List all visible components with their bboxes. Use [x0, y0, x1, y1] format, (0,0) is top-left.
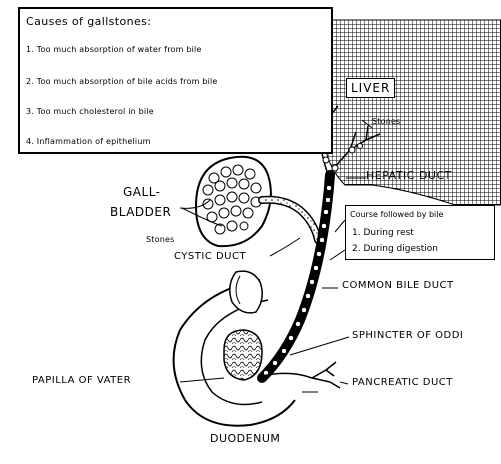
papilla-region: [224, 330, 262, 380]
bile-course-title: Course followed by bile: [350, 210, 443, 219]
cause-item: 4. Inflammation of epithelium: [26, 137, 151, 146]
cause-item: 2. Too much absorption of bile acids fro…: [26, 77, 218, 86]
duodenum-label: DUODENUM: [210, 433, 280, 444]
papilla-label: PAPILLA OF VATER: [32, 376, 131, 386]
hepatic-duct-label: HEPATIC DUCT: [366, 170, 452, 181]
pancreatic-duct-label: PANCREATIC DUCT: [352, 378, 453, 388]
duodenum-tube: [230, 271, 263, 313]
cause-item: 3. Too much cholesterol in bile: [26, 107, 154, 116]
gallbladder-label-line2: BLADDER: [110, 206, 171, 218]
cause-item: 1. Too much absorption of water from bil…: [26, 45, 202, 54]
stones-gallbladder-label: Stones: [146, 236, 174, 244]
bile-course-item: 1. During rest: [352, 228, 414, 238]
cystic-duct-label: CYSTIC DUCT: [174, 252, 246, 262]
bile-course-item: 2. During digestion: [352, 244, 438, 254]
liver-label: LIVER: [346, 78, 395, 98]
bile-course-box: Course followed by bile 1. During rest 2…: [345, 205, 495, 260]
causes-box: Causes of gallstones: 1. Too much absorp…: [18, 7, 333, 154]
gallbladder-label-line1: GALL-: [123, 186, 161, 198]
causes-title: Causes of gallstones:: [26, 15, 151, 28]
stones-liver-label: Stones: [372, 118, 400, 126]
common-bile-duct-label: COMMON BILE DUCT: [342, 281, 454, 291]
sphincter-label: SPHINCTER OF ODDI: [352, 331, 463, 341]
